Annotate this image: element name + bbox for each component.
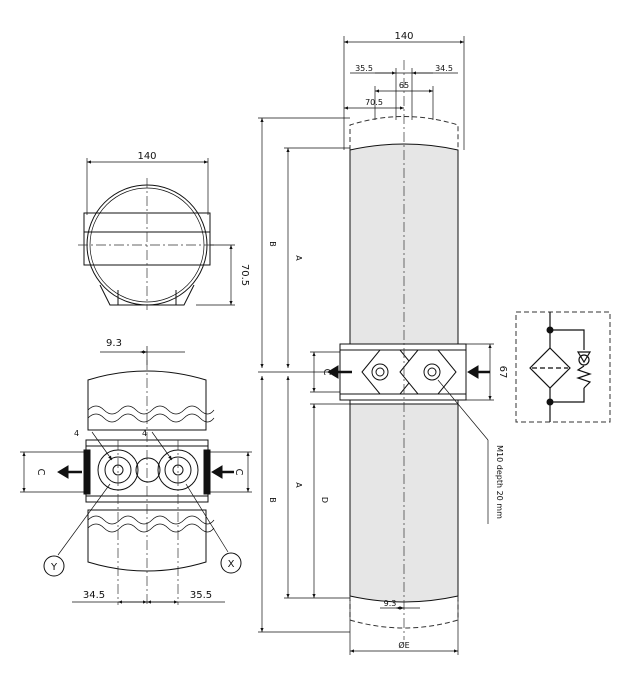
- chamfer-left-label: 4: [74, 429, 79, 438]
- port-y-marker: [43, 555, 65, 577]
- diameter-label: ØE: [398, 640, 409, 650]
- side-bottom-offset-label: 9.3: [384, 599, 397, 608]
- side-top-left-label: 35.5: [355, 64, 373, 73]
- total-height-bottom-label: B: [268, 497, 277, 503]
- thread-label: M10 depth 20 mm: [495, 445, 504, 519]
- top-view-width-label: 140: [137, 151, 156, 162]
- center-port-circle: [135, 457, 161, 483]
- chamfer-right-label: 4: [142, 429, 147, 438]
- port-x-marker: [220, 552, 242, 574]
- port-y-label: Y: [50, 562, 58, 573]
- lower-element: [87, 509, 207, 572]
- top-view-height-label: 70.5: [239, 264, 250, 286]
- block-height-label: 67: [497, 366, 508, 379]
- offset-top-label: 9.3: [106, 338, 122, 349]
- left-front-view: 9.3 4 4 C C: [20, 338, 252, 605]
- side-width-label: 140: [394, 31, 413, 42]
- side-port-label: C: [321, 369, 332, 376]
- length-bottom-label: A: [294, 482, 303, 488]
- hydraulic-filter-symbol: [515, 311, 611, 423]
- length-top-label: A: [294, 255, 303, 261]
- port-x-label: X: [228, 559, 235, 570]
- d-label: D: [320, 497, 329, 503]
- upper-element: [87, 370, 207, 431]
- side-top-right-label: 34.5: [435, 64, 453, 73]
- total-height-top-label: B: [268, 241, 277, 247]
- top-view: 140 70.5: [78, 151, 250, 310]
- side-view: 140 35.5 34.5 65 70.5: [258, 31, 508, 655]
- bottom-left-label: 34.5: [83, 590, 105, 601]
- side-half-label: 70.5: [365, 98, 383, 107]
- port-right-label: C: [233, 469, 244, 476]
- port-left-label: C: [35, 469, 46, 476]
- lower-filter-element: [349, 403, 459, 603]
- bottom-right-label: 35.5: [190, 590, 212, 601]
